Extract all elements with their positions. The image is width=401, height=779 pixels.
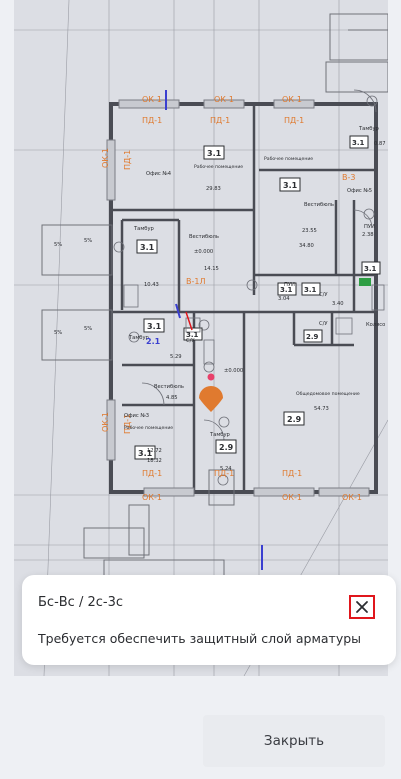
- room-name: Вестибюль: [189, 234, 219, 240]
- room-code: 3.1: [138, 449, 153, 458]
- remark-location-title: Бс-Вс / 2с-3с: [38, 595, 123, 610]
- close-icon: [356, 601, 368, 613]
- room-name: Тамбур: [209, 432, 231, 438]
- room-code: 3.1: [352, 139, 365, 147]
- axis-label: В-3: [342, 173, 355, 182]
- room-code: 2.9: [219, 443, 234, 452]
- axis-label: ПД-1: [142, 469, 162, 478]
- axis-label: ОК-1: [282, 493, 302, 502]
- slope-mark: 5%: [54, 242, 62, 248]
- room-code: 3.1: [364, 265, 377, 273]
- popup-close-button[interactable]: [349, 595, 375, 619]
- room-name: Общедомовое помещение: [296, 391, 360, 397]
- axis-label: ОК-1: [214, 95, 234, 104]
- room-name: Офис №3: [124, 413, 149, 419]
- slope-mark: 5%: [84, 326, 92, 332]
- room-code: 3.1: [283, 181, 298, 190]
- room-area: 12.72: [147, 448, 162, 454]
- room-name: Рабочее помещение: [124, 425, 173, 431]
- close-button[interactable]: Закрыть: [203, 715, 385, 767]
- room-name: Офис №4: [146, 171, 172, 177]
- axis-label: ОК-1: [342, 493, 362, 502]
- room-area: 2.38: [362, 232, 374, 238]
- room-area: 23.55: [302, 228, 317, 234]
- axis-label: ОК-1: [282, 95, 302, 104]
- room-area: 14.15: [204, 266, 219, 272]
- room-area: 5.29: [170, 354, 182, 360]
- room-name: С/У: [319, 321, 328, 327]
- axis-label: ПД-1: [282, 469, 302, 478]
- room-name: ПУИ: [284, 282, 295, 288]
- room-code: 3.1: [186, 331, 199, 339]
- room-code: 2.9: [306, 333, 319, 341]
- axis-label: ОК-1: [101, 148, 110, 168]
- axis-label: В-1Л: [186, 277, 205, 286]
- floor-plan-drawing: ОК-1 ОК-1 ОК-1 ПД-1 ПД-1 ПД-1 В-3 В-1Л П…: [14, 0, 388, 676]
- room-code: 3.1: [207, 149, 222, 158]
- room-name: Тамбур: [358, 126, 380, 132]
- room-name: С/У: [319, 292, 328, 298]
- room-area: 4.85: [166, 395, 178, 401]
- axis-label: ОК-1: [101, 412, 110, 432]
- room-area: 10.43: [144, 282, 159, 288]
- axis-label: ОК-1: [142, 493, 162, 502]
- map-pin-icon[interactable]: [199, 386, 223, 412]
- remark-popup: Бс-Вс / 2с-3с Требуется обеспечить защит…: [22, 575, 396, 665]
- room-area: 34.80: [299, 243, 314, 249]
- room-area: 3.04: [278, 296, 290, 302]
- axis-label: ОК-1: [142, 95, 162, 104]
- remark-pin[interactable]: [199, 373, 223, 413]
- room-area: 3.40: [332, 301, 344, 307]
- room-name: Колясо: [366, 322, 385, 328]
- room-name: Вестибюль: [154, 384, 184, 390]
- slope-mark: 5%: [54, 330, 62, 336]
- room-area: 18.32: [147, 458, 162, 464]
- remark-text: Требуется обеспечить защитный слой армат…: [38, 631, 362, 646]
- axis-label: ПД-1: [284, 116, 304, 125]
- axis-label: ПД-1: [123, 414, 132, 434]
- room-area: 54.73: [314, 406, 329, 412]
- axis-label: ПД-1: [123, 150, 132, 170]
- room-name: Офис №5: [347, 188, 372, 194]
- room-name: Тамбур: [133, 226, 155, 232]
- slope-mark: 5%: [84, 238, 92, 244]
- elevation-mark: ±0.000: [194, 249, 213, 255]
- room-name: ПУИ: [364, 224, 375, 230]
- axis-label: ПД-1: [210, 116, 230, 125]
- room-area: 0.87: [374, 141, 386, 147]
- room-name: С/У: [186, 338, 195, 344]
- room-code: 3.1: [147, 322, 162, 331]
- room-name: Рабочее помещение: [194, 164, 243, 170]
- elevation-mark: ±0.000: [224, 368, 243, 374]
- room-code: 3.1: [140, 243, 155, 252]
- room-code: 2.9: [287, 415, 302, 424]
- pin-dot-icon: [207, 373, 215, 381]
- axis-label: ПД-1: [142, 116, 162, 125]
- axis-label: ПД-1: [214, 469, 234, 478]
- room-code: 3.1: [304, 286, 317, 294]
- room-code: 2.1: [146, 337, 161, 346]
- room-code: 3.1: [280, 286, 293, 294]
- room-name: Тамбур: [128, 335, 150, 341]
- floor-plan-viewer[interactable]: ОК-1 ОК-1 ОК-1 ПД-1 ПД-1 ПД-1 В-3 В-1Л П…: [14, 0, 388, 676]
- room-name: Рабочее помещение: [264, 156, 313, 162]
- room-name: Вестибюль: [304, 202, 334, 208]
- room-area: 5.24: [220, 466, 232, 472]
- room-area: 29.83: [206, 186, 221, 192]
